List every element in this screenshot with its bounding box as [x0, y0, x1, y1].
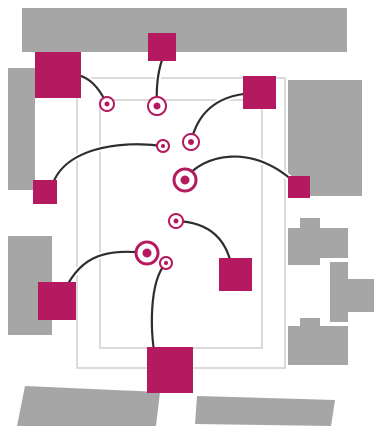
- squares-layer: [33, 33, 310, 393]
- nodes-layer: [99, 96, 200, 270]
- building-left-upper: [8, 68, 35, 190]
- node-dot: [173, 218, 179, 224]
- node-lower-left-large: [134, 240, 160, 266]
- node-lower-small: [159, 256, 173, 270]
- square-top-right: [243, 76, 276, 109]
- node-dot: [104, 101, 110, 107]
- buildings-layer: [8, 8, 374, 426]
- node-dot: [142, 248, 152, 258]
- building-bottom-right: [195, 396, 335, 426]
- node-middle-small: [156, 139, 170, 153]
- square-right-middle: [288, 176, 310, 198]
- building-bottom-left: [17, 386, 160, 426]
- building-right-cross-upper: [288, 218, 348, 265]
- building-right-cross-lower: [288, 318, 348, 365]
- node-lower-center: [168, 213, 184, 229]
- building-top: [22, 8, 347, 52]
- square-right-lower: [219, 258, 252, 291]
- node-upper-center: [147, 96, 167, 116]
- building-right-cross-middle: [330, 262, 374, 322]
- connector-left-middle: [49, 143, 165, 192]
- square-bottom-center: [147, 347, 193, 393]
- node-dot: [153, 102, 161, 110]
- square-left-middle: [33, 180, 57, 204]
- square-left-lower: [38, 282, 76, 320]
- node-dot: [164, 261, 168, 265]
- square-top-left: [35, 52, 81, 98]
- node-dot: [161, 144, 165, 148]
- square-top-center: [148, 33, 176, 61]
- node-upper-left: [99, 96, 115, 112]
- building-right-large: [288, 80, 362, 196]
- connector-halo-left-middle: [48, 141, 166, 193]
- node-center-large: [172, 167, 198, 193]
- node-dot: [180, 175, 190, 185]
- node-dot: [188, 139, 194, 145]
- node-upper-right: [182, 133, 200, 151]
